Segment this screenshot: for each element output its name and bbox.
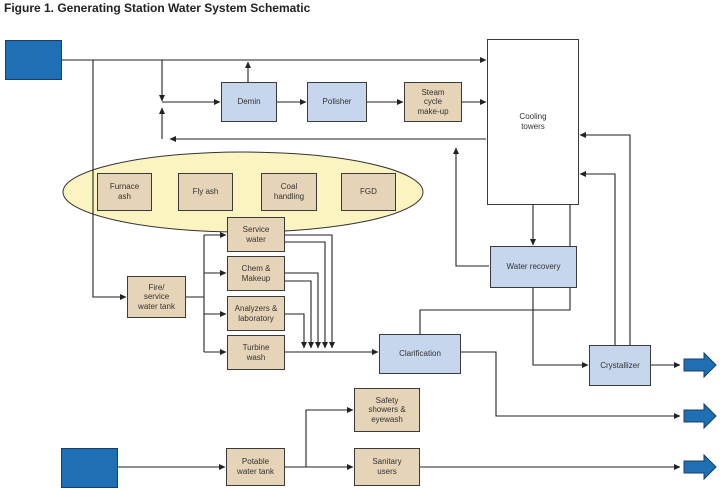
- furnace-ash-box: Furnace ash: [97, 173, 152, 211]
- discharge-arrow-3: [683, 453, 717, 481]
- fly-ash-box: Fly ash: [178, 173, 233, 211]
- fire-service-water-tank-box: Fire/ service water tank: [127, 276, 186, 318]
- analyzers-laboratory-box: Analyzers & laboratory: [227, 296, 285, 331]
- sanitary-users-box: Sanitary users: [354, 448, 420, 486]
- flow-service-out2: [285, 241, 328, 349]
- flow-source-to-firetank: [92, 60, 127, 300]
- flow-recovery-to-cooling: [453, 147, 489, 267]
- demin-box: Demin: [221, 82, 277, 122]
- cooling-towers-box: Cooling towers: [487, 39, 579, 205]
- flow-service-out: [285, 234, 335, 349]
- flow-crystal-return2: [579, 171, 616, 345]
- flow-analyzers-out: [285, 313, 307, 349]
- flow-chem-out2: [285, 280, 314, 349]
- service-water-box: Service water: [227, 217, 285, 252]
- flow-clarif-to-discharge: [461, 351, 681, 419]
- safety-showers-box: Safety showers & eyewash: [354, 388, 420, 432]
- steam-cycle-box: Steam cycle make-up: [404, 82, 462, 122]
- water-recovery-box: Water recovery: [490, 246, 577, 288]
- potable-source-block: [61, 448, 118, 488]
- flow-potable-to-safety: [285, 407, 354, 468]
- flow-crystal-return1: [579, 132, 631, 345]
- crystallizer-box: Crystallizer: [589, 345, 651, 386]
- figure-title: Figure 1. Generating Station Water Syste…: [4, 1, 311, 15]
- coal-handling-box: Coal handling: [261, 173, 317, 211]
- chem-makeup-box: Chem & Makeup: [227, 256, 285, 291]
- discharge-arrow-2: [683, 402, 717, 430]
- fgd-box: FGD: [341, 173, 396, 211]
- turbine-wash-box: Turbine wash: [227, 335, 285, 370]
- potable-water-tank-box: Potable water tank: [226, 448, 285, 486]
- water-source-block: [5, 40, 62, 80]
- clarification-box: Clarification: [379, 334, 461, 374]
- flow-recovery-to-crystal: [532, 288, 589, 368]
- discharge-arrow-1: [683, 351, 717, 379]
- polisher-box: Polisher: [307, 82, 367, 122]
- flow-chem-out: [285, 272, 321, 349]
